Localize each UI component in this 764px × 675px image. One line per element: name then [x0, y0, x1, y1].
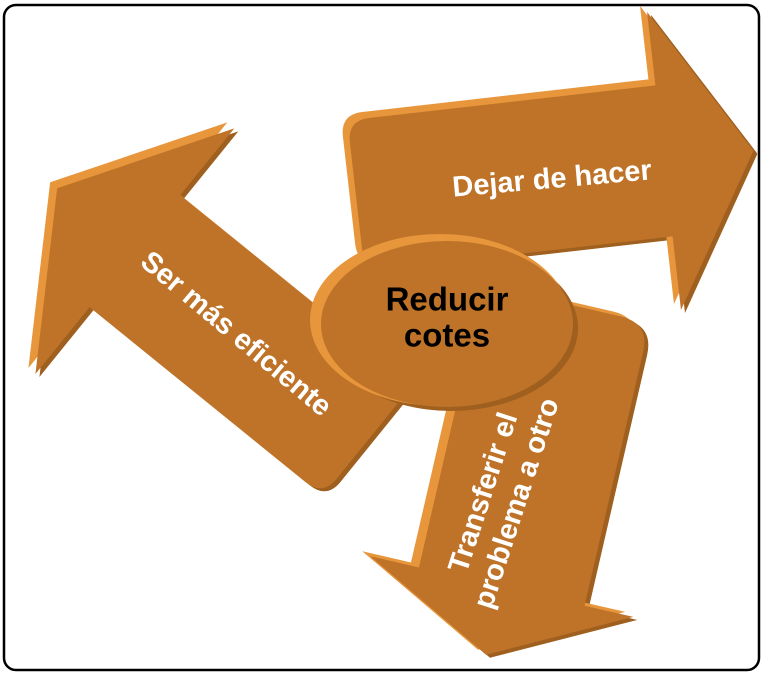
arrow-transferir-problema: Transferir el problema a otro [346, 268, 703, 675]
center-ellipse: Reducir cotes [310, 234, 578, 411]
center-label-line2: cotes [404, 317, 490, 354]
arrow-dejar-de-hacer: Dejar de hacer [332, 0, 764, 349]
center-ellipse-face [321, 241, 573, 407]
center-label-line1: Reducir [386, 281, 509, 318]
